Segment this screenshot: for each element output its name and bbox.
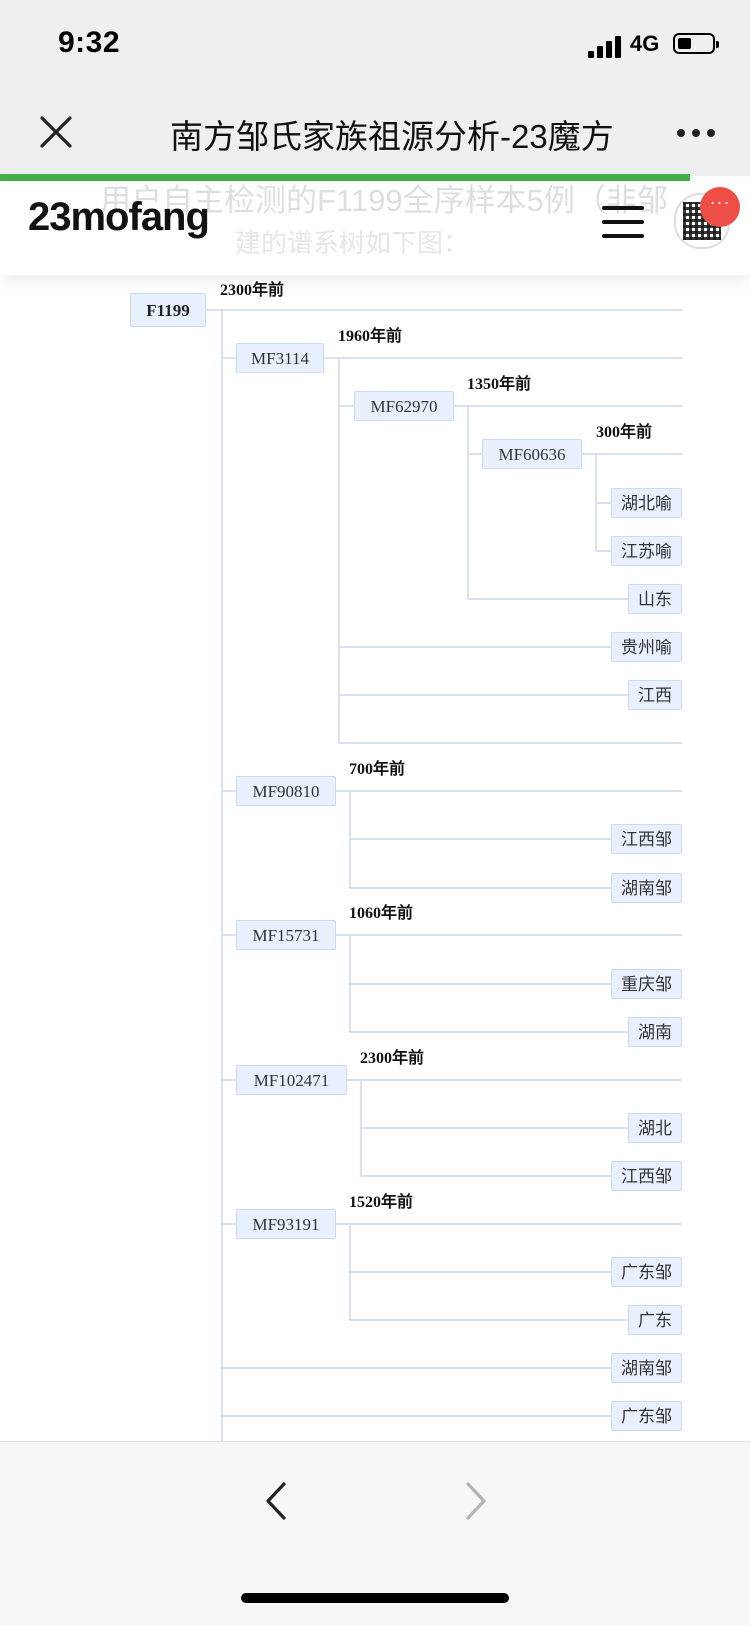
tree-leaf[interactable]: 江西邹 bbox=[611, 1161, 682, 1191]
battery-icon bbox=[673, 33, 719, 54]
ghost-text: 用户自主检测的F1199全序样本5例（非邹 bbox=[100, 183, 668, 218]
tree-node[interactable]: MF3114 bbox=[236, 343, 324, 373]
node-age: 1060年前 bbox=[349, 905, 414, 922]
tree-leaf[interactable]: 广东邹 bbox=[611, 1401, 682, 1431]
tree-leaf[interactable]: 广东邹 bbox=[611, 1257, 682, 1287]
node-age: 700年前 bbox=[349, 761, 406, 778]
hamburger-icon[interactable] bbox=[602, 206, 644, 238]
tree-leaf[interactable]: 湖南邹 bbox=[611, 1353, 682, 1383]
node-age: 300年前 bbox=[596, 424, 653, 441]
tree-leaf[interactable]: 湖北喻 bbox=[611, 488, 682, 518]
floating-menu-button[interactable]: ··· bbox=[700, 187, 740, 227]
more-dots-icon[interactable] bbox=[676, 128, 716, 138]
tree-connector-lines bbox=[205, 309, 682, 1441]
home-indicator bbox=[241, 1593, 509, 1603]
bottom-toolbar bbox=[0, 1441, 750, 1625]
tree-node[interactable]: MF60636 bbox=[482, 439, 582, 469]
tree-leaf[interactable]: 广东 bbox=[628, 1305, 682, 1335]
chevron-left-icon[interactable] bbox=[262, 1480, 290, 1522]
tree-leaf[interactable]: 湖北 bbox=[628, 1113, 682, 1143]
status-time: 9:32 bbox=[58, 26, 121, 59]
signal-icon bbox=[588, 36, 621, 58]
close-icon[interactable] bbox=[36, 112, 76, 152]
lineage-tree: F1199 2300年前 MF3114 1960年前 MF62970 1350年… bbox=[0, 275, 750, 1441]
tree-leaf[interactable]: 重庆邹 bbox=[611, 969, 682, 999]
tree-node[interactable]: MF62970 bbox=[354, 391, 454, 421]
chevron-right-icon[interactable] bbox=[462, 1480, 490, 1522]
loading-progress-bar bbox=[0, 174, 690, 181]
tree-node[interactable]: MF90810 bbox=[236, 776, 336, 806]
node-age: 2300年前 bbox=[220, 282, 285, 299]
tree-leaf[interactable]: 山东 bbox=[628, 584, 682, 614]
site-header: 用户自主检测的F1199全序样本5例（非邹 建的谱系树如下图： 23mofang bbox=[0, 181, 750, 275]
tree-node[interactable]: MF93191 bbox=[236, 1209, 336, 1239]
tree-leaf[interactable]: 江苏喻 bbox=[611, 536, 682, 566]
tree-leaf[interactable]: 湖南邹 bbox=[611, 873, 682, 903]
node-age: 1350年前 bbox=[467, 376, 532, 393]
tree-leaf[interactable]: 湖南 bbox=[628, 1017, 682, 1047]
tree-node-root[interactable]: F1199 bbox=[130, 293, 206, 327]
page-title: 南方邹氏家族祖源分析-23魔方 bbox=[170, 118, 614, 155]
ghost-text: 建的谱系树如下图： bbox=[235, 228, 470, 258]
nav-bar: 南方邹氏家族祖源分析-23魔方 bbox=[0, 88, 750, 176]
tree-leaf[interactable]: 贵州喻 bbox=[611, 632, 682, 662]
site-logo[interactable]: 23mofang bbox=[28, 195, 210, 239]
status-bar: 9:32 4G bbox=[0, 0, 750, 88]
tree-node[interactable]: MF102471 bbox=[236, 1065, 347, 1095]
tree-node[interactable]: MF15731 bbox=[236, 920, 336, 950]
node-age: 1520年前 bbox=[349, 1194, 414, 1211]
tree-leaf[interactable]: 江西邹 bbox=[611, 824, 682, 854]
tree-leaf[interactable]: 江西 bbox=[628, 680, 682, 710]
node-age: 2300年前 bbox=[360, 1050, 425, 1067]
node-age: 1960年前 bbox=[338, 328, 403, 345]
network-type: 4G bbox=[630, 31, 660, 56]
